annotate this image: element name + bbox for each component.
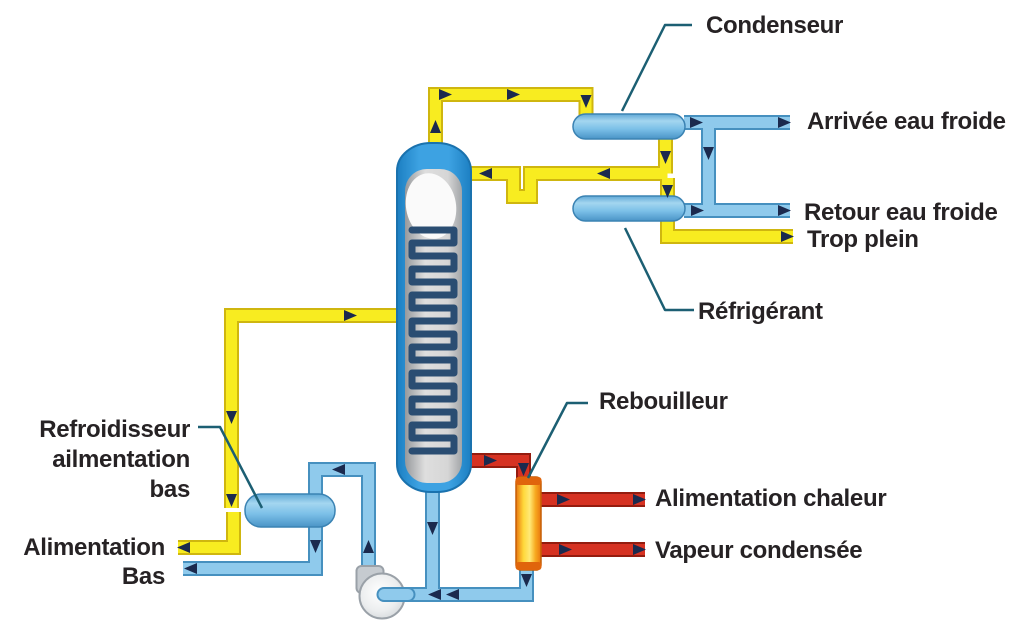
label-condenseur: Condenseur (706, 12, 844, 39)
label-refroidisseur-line3: bas (149, 476, 191, 503)
column-inner-panel (405, 169, 462, 483)
label-refroidisseur-line1: Refroidisseur (39, 416, 190, 443)
label-rebouilleur: Rebouilleur (599, 388, 728, 415)
distillation-column (396, 142, 472, 493)
label-refrigerant: Réfrigérant (698, 298, 823, 325)
label-arrivee-eau-froide: Arrivée eau froide (807, 108, 1006, 135)
label-alimentation-bas-line2: Bas (121, 563, 165, 590)
bottom-feed-cooler-vessel (244, 493, 336, 528)
steam-piping (468, 453, 645, 557)
reboiler-vessel (515, 476, 542, 571)
refrigerant-vessel (572, 195, 686, 222)
condenser-vessel (572, 113, 686, 140)
leader-lines (198, 23, 694, 509)
column-vapor-space (405, 173, 457, 239)
label-refroidisseur-line2: ailmentation (52, 446, 190, 473)
label-alimentation-bas-line1: Alimentation (23, 534, 165, 561)
label-vapeur-condensee: Vapeur condensée (655, 537, 863, 564)
label-alimentation-chaleur: Alimentation chaleur (655, 485, 887, 512)
cooling-water-piping (183, 115, 790, 602)
label-retour-eau-froide: Retour eau froide (804, 199, 998, 226)
column-coil (408, 226, 458, 455)
label-alimentation-bas: Alimentation Bas (8, 533, 165, 591)
pump (355, 565, 416, 620)
label-trop-plein: Trop plein (807, 226, 919, 253)
label-refroidisseur-alimentation-bas: Refroidisseur ailmentation bas (8, 415, 190, 505)
